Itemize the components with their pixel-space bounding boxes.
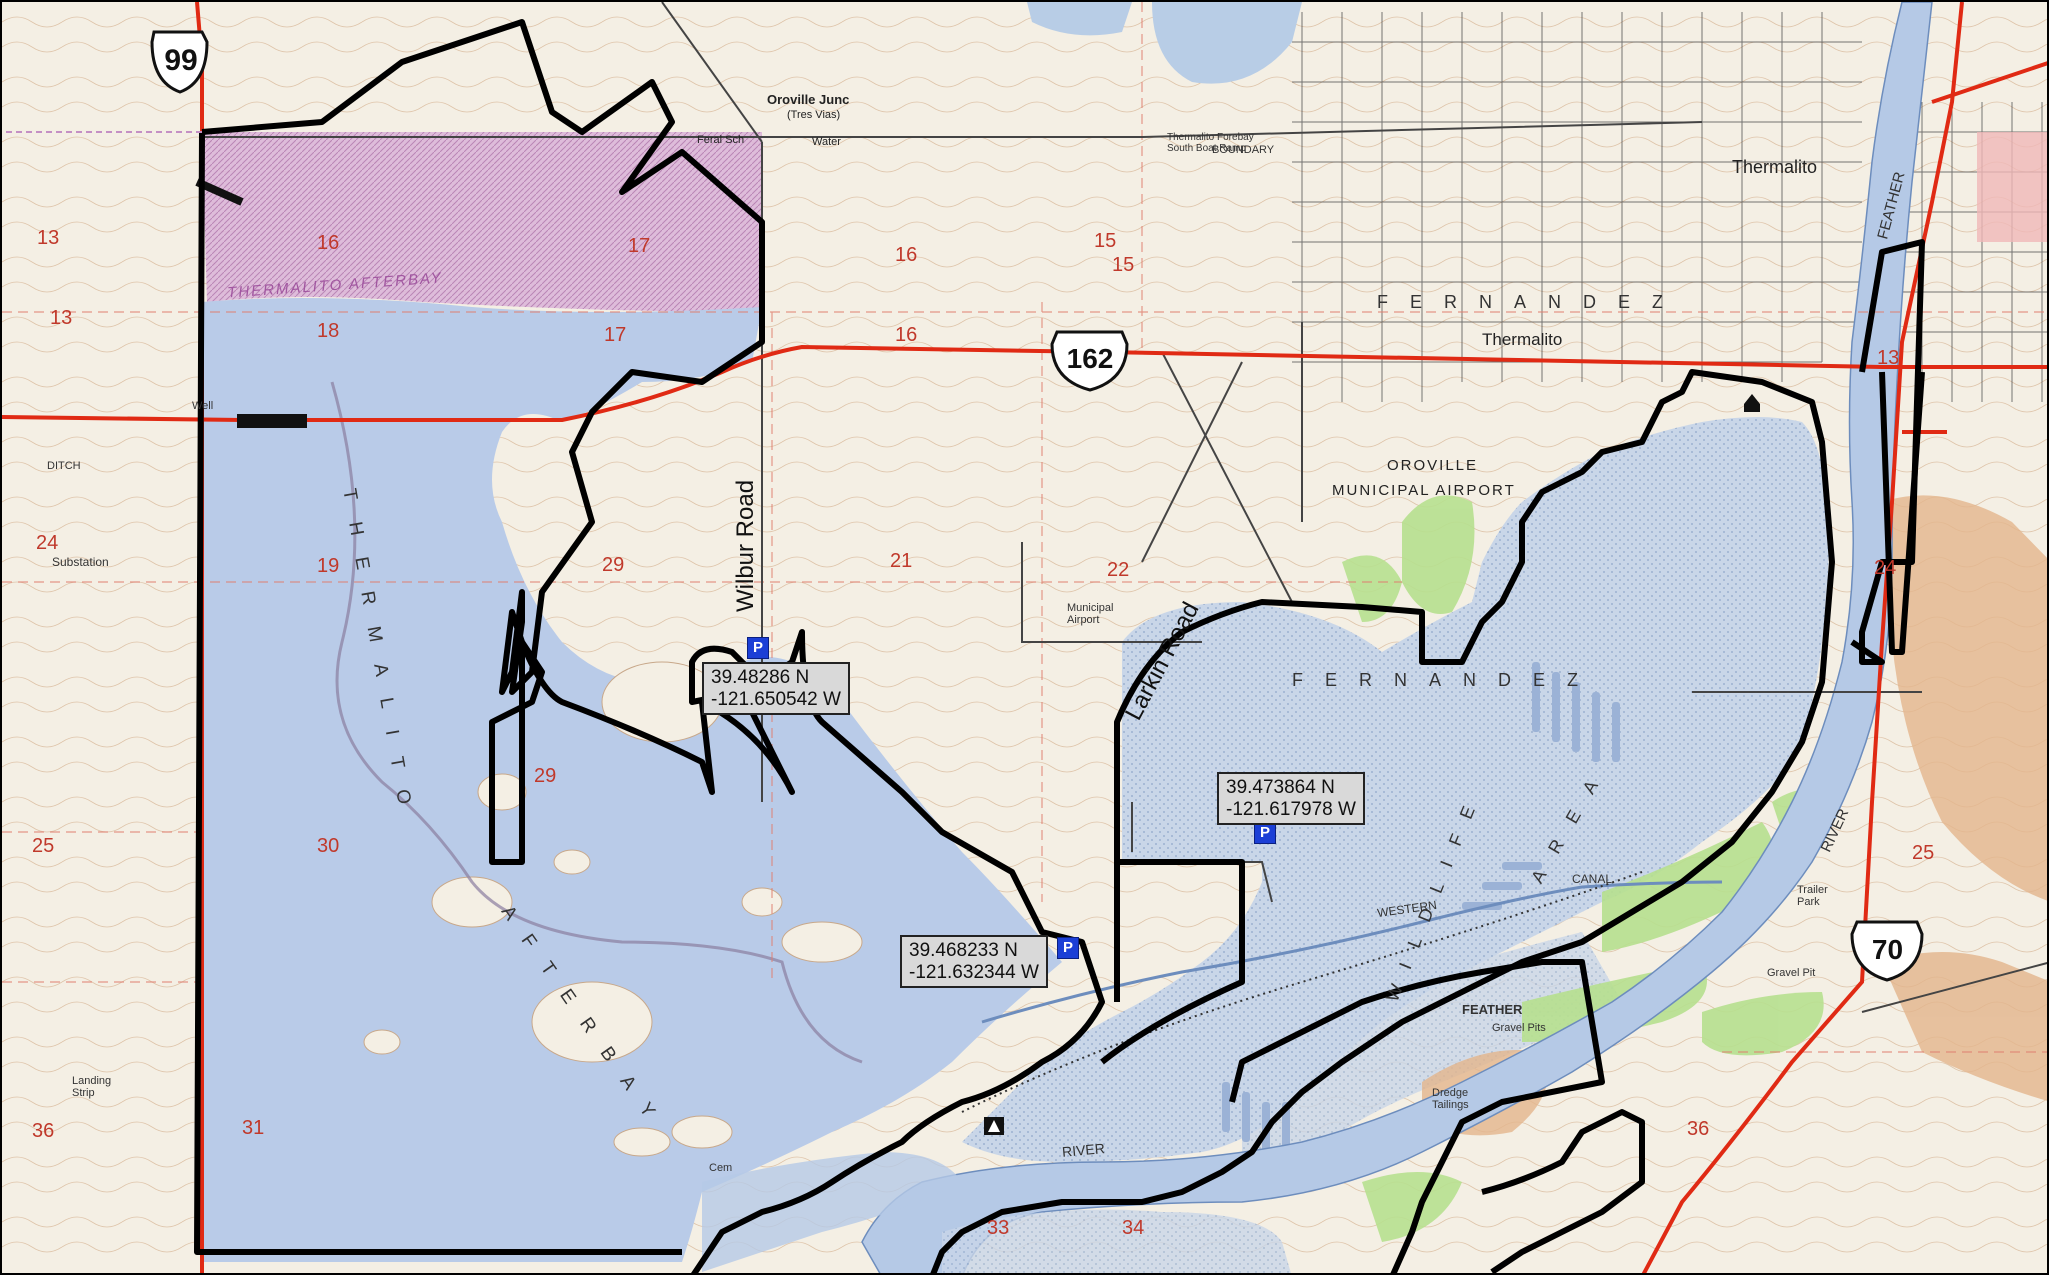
section-number: 17	[604, 324, 627, 346]
section-number: 31	[242, 1117, 265, 1139]
section-number: 22	[1107, 559, 1130, 581]
section-number: 29	[602, 554, 625, 576]
section-number: 13	[50, 307, 73, 329]
section-number: 29	[534, 765, 557, 787]
thermalito-162-label: Thermalito	[1482, 330, 1563, 349]
section-number: 34	[1122, 1217, 1145, 1239]
ditch-label: DITCH	[47, 460, 81, 472]
section-number: 30	[317, 835, 340, 857]
wilbur-road-label: Wilbur Road	[732, 479, 759, 612]
canal-label: CANAL	[1572, 872, 1613, 886]
section-number: 21	[890, 550, 913, 572]
feather-label-low: FEATHER	[1462, 1002, 1523, 1017]
landing-strip-label: Landing Strip	[72, 1075, 112, 1099]
section-number: 16	[317, 232, 340, 254]
section-number: 18	[317, 320, 340, 342]
feather-river	[861, 2, 1933, 1273]
fernandez-marsh	[962, 417, 1829, 1162]
boundary-label: BOUNDARY	[1212, 144, 1275, 156]
cem-label: Cem	[709, 1162, 733, 1174]
section-number: 36	[32, 1120, 55, 1142]
parking-icon[interactable]: P	[747, 637, 769, 659]
section-number: 36	[1687, 1118, 1710, 1140]
latitude: 39.48286 N	[711, 667, 810, 688]
section-number: 16	[895, 324, 918, 346]
longitude: -121.650542 W	[711, 689, 841, 710]
latitude: 39.473864 N	[1226, 777, 1335, 798]
fernandez-area-label: FERNANDEZ	[1292, 670, 1601, 690]
parking-icon[interactable]: P	[1057, 937, 1079, 959]
municipal-airport-small: Municipal Airport	[1067, 602, 1114, 626]
well-label: Well	[192, 400, 214, 412]
section-number: 33	[987, 1217, 1010, 1239]
sr70-shield	[1850, 920, 1924, 982]
trailer-park-label: Trailer Park	[1797, 884, 1828, 908]
afterbay-water	[202, 298, 1062, 1262]
section-number: 25	[32, 835, 55, 857]
substation-label: Substation	[52, 555, 109, 569]
feral-sch-label: Feral Sch	[697, 134, 745, 146]
section-number: 16	[895, 244, 918, 266]
thermalito-label: Thermalito	[1732, 157, 1818, 177]
coord-box-wilbur: 39.48286 N -121.650542 W	[702, 662, 850, 715]
section-number: 24	[1874, 557, 1897, 579]
dredge-tailings-label: Dredge Tailings	[1432, 1087, 1469, 1111]
section-number: 15	[1112, 254, 1135, 276]
section-number: 19	[317, 555, 340, 577]
airport-label-1: OROVILLE	[1387, 457, 1479, 474]
coord-box-larkin: 39.473864 N -121.617978 W	[1217, 772, 1365, 825]
longitude: -121.632344 W	[909, 962, 1039, 983]
fernandez-top-label: FERNANDEZ	[1377, 292, 1686, 312]
forebay-ramp-label: Thermalito Forebay South Boat Ramp	[1167, 132, 1254, 154]
section-number: 15	[1094, 230, 1117, 252]
oroville-junc-label: Oroville Junc	[767, 92, 850, 107]
tres-vias-label: (Tres Vias)	[787, 109, 841, 121]
us99-shield	[150, 30, 209, 94]
longitude: -121.617978 W	[1226, 799, 1356, 820]
sr162-shield	[1050, 330, 1129, 392]
section-number: 13	[37, 227, 60, 249]
parking-icon[interactable]: P	[1254, 822, 1276, 844]
airport-label-2: MUNICIPAL AIRPORT	[1332, 482, 1516, 499]
water-label: Water	[812, 136, 841, 148]
coord-box-afterbay: 39.468233 N -121.632344 W	[900, 935, 1048, 988]
hwy-99-label: 99	[164, 44, 198, 77]
campground-icon	[984, 1117, 1004, 1135]
section-number: 25	[1912, 842, 1935, 864]
gravel-pit-label: Gravel Pit	[1767, 967, 1816, 979]
hwy-70-label: 70	[1871, 934, 1904, 965]
section-number: 13	[1877, 347, 1900, 369]
section-number: 24	[36, 532, 59, 554]
latitude: 39.468233 N	[909, 940, 1018, 961]
gravel-pits-label: Gravel Pits	[1492, 1022, 1546, 1034]
section-number: 17	[628, 235, 651, 257]
hwy-162-label: 162	[1066, 343, 1114, 374]
boundary-west	[201, 19, 1105, 1273]
